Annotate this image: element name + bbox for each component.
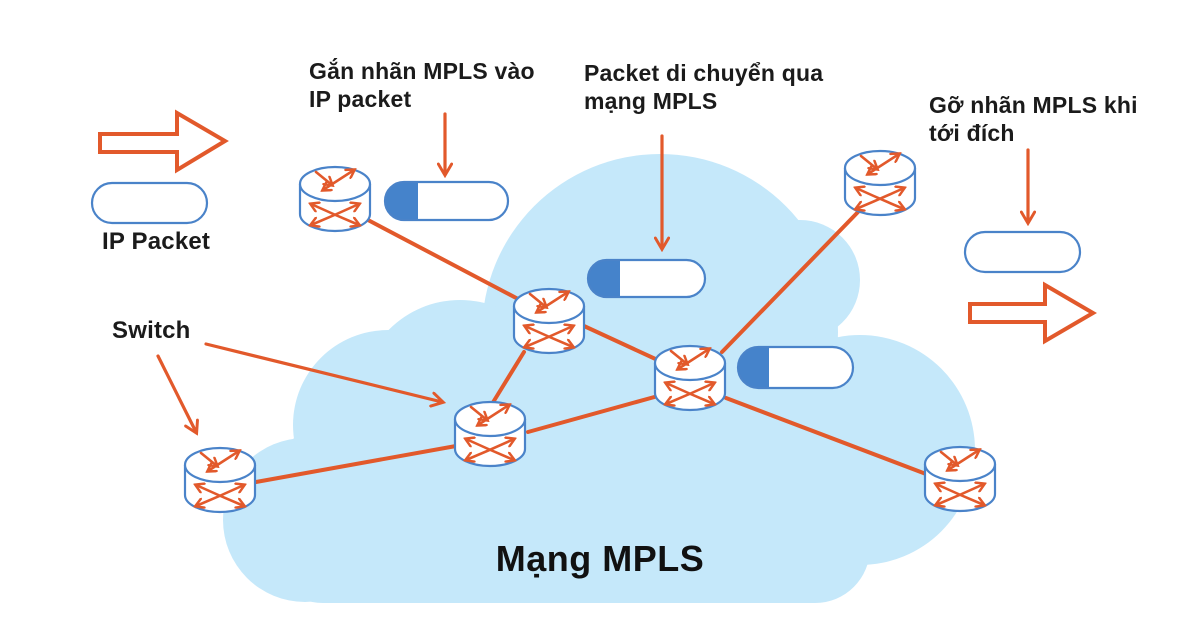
router-top <box>183 446 257 484</box>
router-arrow-icon <box>466 439 514 460</box>
router-arrow-icon <box>856 188 904 209</box>
mpls-label-cap <box>588 260 620 297</box>
switch-pointer-arrow-long <box>204 342 442 402</box>
router-arrow-icon <box>537 292 568 312</box>
labeled-packet-center <box>736 345 855 390</box>
routers <box>183 149 997 514</box>
router-top <box>843 149 917 187</box>
network-link <box>526 394 660 434</box>
unlabeled-packet-egress <box>963 230 1082 274</box>
router-arrow-icon <box>478 405 509 425</box>
labeled-packet-core <box>586 258 707 299</box>
flow-in-arrow <box>98 109 229 174</box>
router-egress-bottom-right <box>923 445 997 513</box>
network-link <box>490 350 526 406</box>
switch-pointer-arrow-short <box>156 354 196 432</box>
router-arrow-icon <box>666 383 714 404</box>
router-core-center <box>653 344 727 412</box>
router-arrow-icon <box>311 204 359 225</box>
flow-arrows <box>98 109 1097 345</box>
router-core-lower <box>453 400 527 468</box>
network-link <box>254 444 458 484</box>
network-links <box>254 210 928 484</box>
router-arrow-icon <box>678 349 709 369</box>
router-arrow-icon <box>868 154 899 174</box>
router-core-upper <box>512 287 586 355</box>
router-arrow-icon <box>948 450 979 470</box>
packet-traverse-label: Packet di chuyển qua mạng MPLS <box>584 60 824 114</box>
ip-packet-label: IP Packet <box>102 228 211 255</box>
packet-pills <box>90 180 1082 390</box>
network-link <box>582 324 664 364</box>
router-arrow-icon <box>323 170 354 190</box>
router-top <box>923 445 997 483</box>
mpls-label-cap <box>738 347 769 388</box>
router-arrow-icon <box>208 451 239 471</box>
router-arrow-icon <box>936 484 984 505</box>
network-link <box>720 210 860 354</box>
router-top <box>653 344 727 382</box>
remove-mpls-label: Gỡ nhãn MPLS khi tới đích <box>929 92 1138 146</box>
cloud-base <box>268 430 870 603</box>
router-top <box>298 165 372 203</box>
flow-out-arrow <box>968 281 1097 345</box>
router-switch-left <box>183 446 257 514</box>
cloud-bump <box>740 220 860 340</box>
router-top <box>453 400 527 438</box>
network-link <box>724 396 928 476</box>
labeled-packet-ingress <box>383 180 510 222</box>
mpls-label-cap <box>385 182 418 220</box>
ip-packet-pill <box>90 181 209 225</box>
router-ingress-left <box>298 165 372 233</box>
router-top-right <box>843 149 917 217</box>
router-top <box>512 287 586 325</box>
attach-mpls-label: Gắn nhãn MPLS vào IP packet <box>309 58 535 112</box>
switch-label: Switch <box>112 317 191 344</box>
pointer-arrows <box>156 112 1028 432</box>
router-arrow-icon <box>525 326 573 347</box>
network-link <box>366 218 522 302</box>
cloud-title: Mạng MPLS <box>495 538 705 579</box>
router-arrow-icon <box>196 485 244 506</box>
